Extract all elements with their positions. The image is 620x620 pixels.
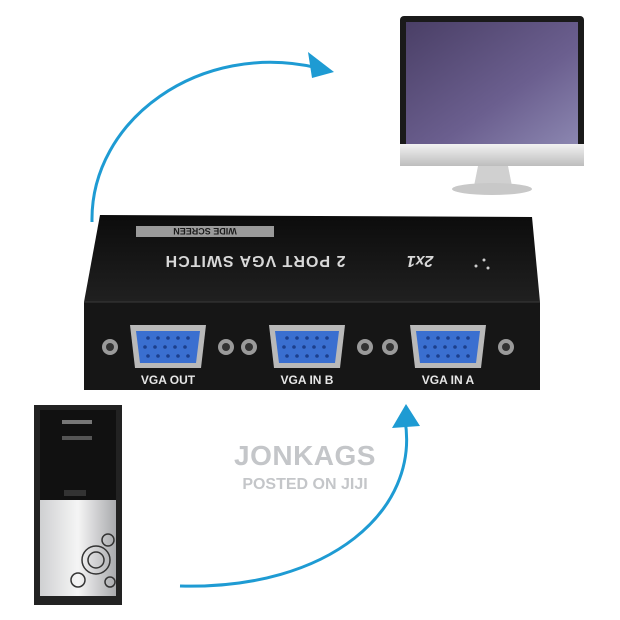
port-label: VGA IN B [281,373,334,387]
pc-tower [34,405,122,605]
port-label: VGA OUT [141,373,196,387]
vga-port: VGA IN A [382,325,514,387]
lid-badge-plate [136,226,274,237]
arrow-upper [90,52,334,223]
watermark-seller: JONKAGS [234,440,376,471]
port-label: VGA IN A [422,373,475,387]
lid-ratio: 2x1 [407,252,435,269]
vga-port: VGA IN B [241,325,373,387]
lid-title: 2 PORT VGA SWITCH [165,252,346,269]
watermark-source: POSTED ON JIJI [242,476,368,493]
monitor [400,16,584,195]
arrow-lower [179,404,420,588]
vga-port: VGA OUT [102,325,234,387]
lid-badge: WIDE SCREEN [173,226,237,236]
